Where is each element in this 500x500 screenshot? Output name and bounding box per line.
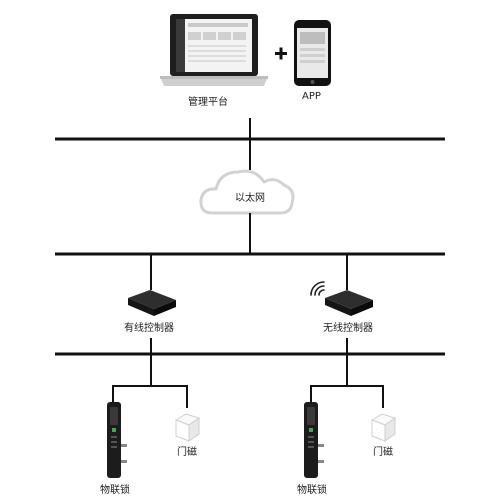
left-iot-lock-icon [107, 402, 127, 478]
ethernet-label: 以太网 [235, 193, 265, 204]
right-sensor-label: 门磁 [373, 447, 393, 458]
laptop-icon [160, 14, 268, 86]
phone-icon [294, 20, 331, 86]
left-door-sensor-icon [174, 413, 201, 442]
right-door-sensor-icon [370, 413, 397, 442]
left-lock-label: 物联锁 [100, 485, 130, 496]
left-sensor-label: 门磁 [177, 447, 197, 458]
right-branch-connector [310, 385, 384, 408]
wired-controller-icon [128, 290, 176, 316]
management-platform-label: 管理平台 [188, 97, 228, 108]
plus-icon [275, 47, 287, 60]
wired-controller-label: 有线控制器 [124, 323, 174, 334]
app-label: APP [302, 91, 321, 102]
left-branch-connector [112, 385, 188, 408]
wireless-controller-icon [325, 290, 373, 316]
cloud-icon [199, 169, 295, 215]
right-lock-label: 物联锁 [297, 485, 327, 496]
wireless-controller-label: 无线控制器 [323, 323, 373, 334]
right-iot-lock-icon [304, 402, 324, 478]
wireless-signal-icon [310, 281, 325, 296]
